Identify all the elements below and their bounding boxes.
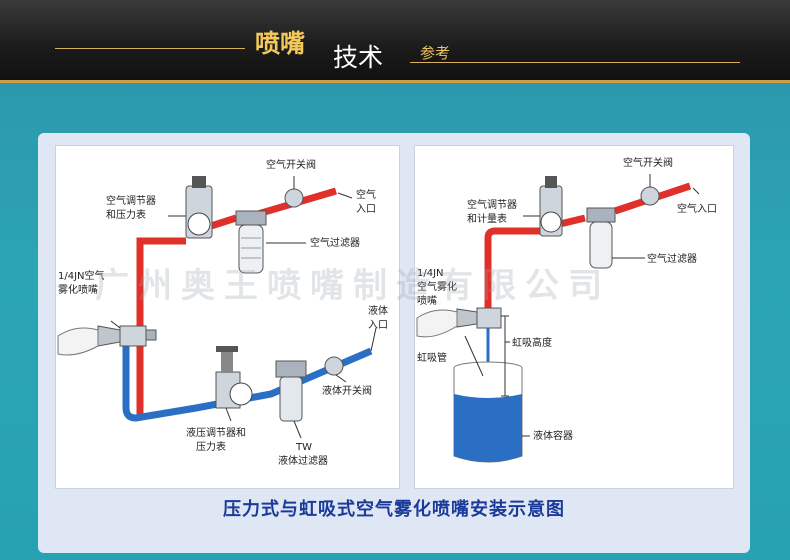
label-air-regulator: 空气调节器和压力表 (106, 194, 156, 221)
liquid-regulator (215, 346, 253, 409)
air-switch-valve (640, 186, 660, 206)
header-title-ref: 参考 (420, 44, 451, 62)
label-air-regulator: 空气调节器和计量表 (467, 198, 517, 225)
label-air-filter: 空气过滤器 (647, 252, 697, 265)
header-rule-left (55, 48, 245, 49)
operator-hand (416, 309, 458, 338)
header-gold-divider (0, 80, 790, 83)
label-siphon-tube: 虹吸管 (417, 351, 447, 364)
air-filter (235, 210, 267, 274)
label-air-inlet: 空气入口 (356, 188, 376, 215)
pressure-diagram: 空气开关阀 空气调节器和压力表 空气入口 空气过滤器 1/4JN空气雾化喷嘴 液… (57, 158, 388, 467)
company-watermark: 广州奥王喷嘴制造有限公司 (95, 266, 611, 306)
label-air-filter: 空气过滤器 (310, 236, 360, 249)
liquid-filter (275, 360, 307, 422)
label-liquid-inlet: 液体入口 (368, 304, 388, 331)
diagram-caption: 压力式与虹吸式空气雾化喷嘴安装示意图 (223, 499, 565, 520)
air-filter (586, 207, 616, 269)
liquid-switch-valve (324, 356, 344, 376)
liquid-pipe (122, 336, 373, 422)
header-title-tech: 技术 (333, 43, 384, 72)
label-liquid-switch-valve: 液体开关阀 (322, 384, 372, 397)
air-pipe-vertical (484, 227, 540, 316)
liquid-container (453, 361, 523, 463)
label-air-inlet: 空气入口 (677, 202, 717, 215)
header-rule-right (410, 62, 740, 63)
diagram-card: 空气开关阀 空气调节器和压力表 空气入口 空气过滤器 1/4JN空气雾化喷嘴 液… (38, 133, 750, 553)
air-pipe-mid (209, 214, 238, 230)
air-pipe-mid (559, 214, 586, 228)
header-title-main: 喷嘴 (255, 29, 306, 58)
label-liquid-regulator: 液压调节器和压力表 (186, 426, 246, 453)
label-air-switch-valve: 空气开关阀 (266, 158, 316, 171)
atomizing-nozzle (97, 325, 157, 347)
label-nozzle: 1/4JN空气雾化喷嘴 (58, 269, 105, 296)
air-switch-valve (284, 188, 304, 208)
air-regulator (539, 176, 563, 237)
label-siphon-height: 虹吸高度 (512, 336, 552, 349)
label-liquid-container: 液体容器 (533, 429, 573, 442)
pressure-diagram-panel: 空气开关阀 空气调节器和压力表 空气入口 空气过滤器 1/4JN空气雾化喷嘴 液… (55, 145, 400, 489)
air-pipe-vertical (136, 237, 186, 416)
label-air-switch-valve: 空气开关阀 (623, 156, 673, 169)
atomizing-nozzle (456, 307, 502, 329)
header-bar: 喷嘴 技术 参考 (0, 0, 790, 80)
air-regulator (185, 176, 213, 239)
operator-hand (57, 327, 99, 356)
